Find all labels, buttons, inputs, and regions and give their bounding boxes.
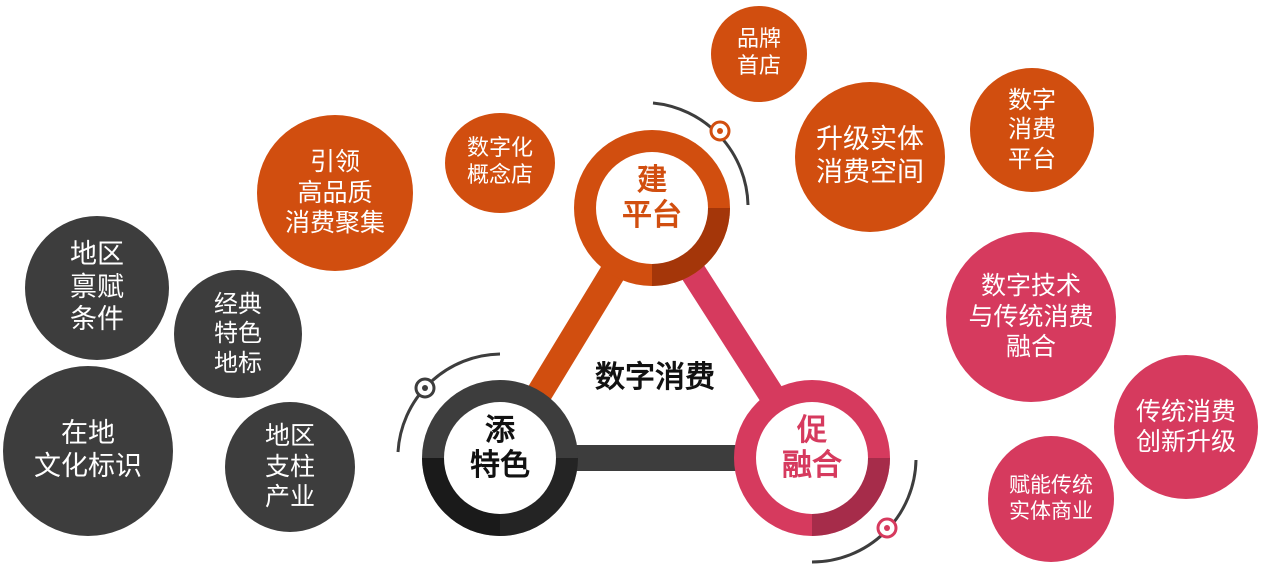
bubble-regional-endowment: 地区 禀赋 条件 bbox=[25, 216, 169, 360]
bubble-lead-high-quality: 引领 高品质 消费聚集 bbox=[257, 115, 413, 271]
hub-fusion bbox=[734, 380, 918, 564]
bubble-empower-traditional-business: 赋能传统 实体商业 bbox=[988, 436, 1114, 562]
hub-platform bbox=[574, 101, 750, 286]
bubble-brand-flagship: 品牌 首店 bbox=[711, 6, 807, 102]
hub-fusion-label: 促 融合 bbox=[782, 413, 842, 483]
hub-platform-label: 建 平台 bbox=[622, 163, 682, 233]
hub-feature bbox=[396, 352, 578, 536]
bubble-digital-tech-traditional: 数字技术 与传统消费 融合 bbox=[946, 232, 1116, 402]
bubble-digital-concept-store: 数字化 概念店 bbox=[445, 113, 555, 213]
bubble-classic-landmark: 经典 特色 地标 bbox=[174, 270, 302, 398]
bubble-upgrade-physical-space: 升级实体 消费空间 bbox=[795, 82, 945, 232]
bubble-traditional-innovation: 传统消费 创新升级 bbox=[1114, 355, 1258, 499]
bubble-local-culture-identity: 在地 文化标识 bbox=[3, 366, 173, 536]
center-title: 数字消费 bbox=[595, 360, 715, 395]
bubble-digital-consumption-platform: 数字 消费 平台 bbox=[970, 68, 1094, 192]
hub-feature-label: 添 特色 bbox=[470, 413, 530, 483]
bubble-regional-pillar-industry: 地区 支柱 产业 bbox=[225, 402, 355, 532]
